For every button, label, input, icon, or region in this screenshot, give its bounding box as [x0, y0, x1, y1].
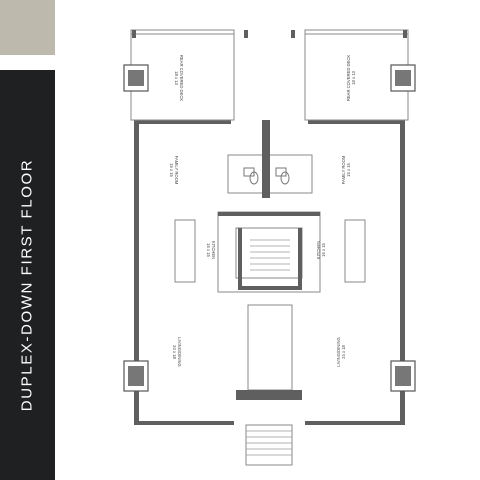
room-name-living-right: LIVING/DINING	[336, 337, 341, 367]
stair-treads	[250, 239, 290, 271]
room-name-kitchen-right: KITCHEN	[316, 241, 321, 259]
room-size-deck-left: 18 x 13	[174, 71, 179, 85]
toilet-icon	[243, 167, 290, 185]
fireplace-icon	[123, 64, 416, 392]
rear-decks	[130, 29, 409, 121]
room-name-deck-right: REAR COVERED DECK	[346, 55, 351, 102]
room-labels: REAR COVERED DECK 18 x 13 REAR COVERED D…	[169, 55, 356, 367]
title-sidebar: DUPLEX-DOWN FIRST FLOOR	[0, 70, 55, 480]
room-size-living-right: 24 x 18	[341, 344, 346, 358]
room-size-living-left: 24 x 18	[172, 345, 177, 359]
front-entry	[236, 390, 302, 466]
core-walls	[218, 120, 320, 290]
exterior-walls	[134, 120, 405, 425]
color-swatch	[0, 0, 55, 55]
room-size-family-left: 15 x 15	[169, 163, 174, 177]
room-size-family-right: 15 x 15	[346, 162, 351, 176]
room-name-kitchen-left: KITCHEN	[211, 241, 216, 259]
room-name-family-right: FAMILY ROOM	[341, 155, 346, 184]
room-size-kitchen-left: 16 x 15	[206, 243, 211, 257]
room-name-living-left: LIVING/DINING	[177, 337, 182, 367]
room-size-kitchen-right: 16 x 15	[321, 242, 326, 256]
kitchen-islands	[174, 219, 366, 283]
room-name-family-left: FAMILY ROOM	[174, 156, 179, 185]
room-size-deck-right: 18 x 13	[351, 70, 356, 84]
deck-posts	[132, 30, 407, 38]
room-name-deck-left: REAR COVERED DECK	[179, 55, 184, 102]
